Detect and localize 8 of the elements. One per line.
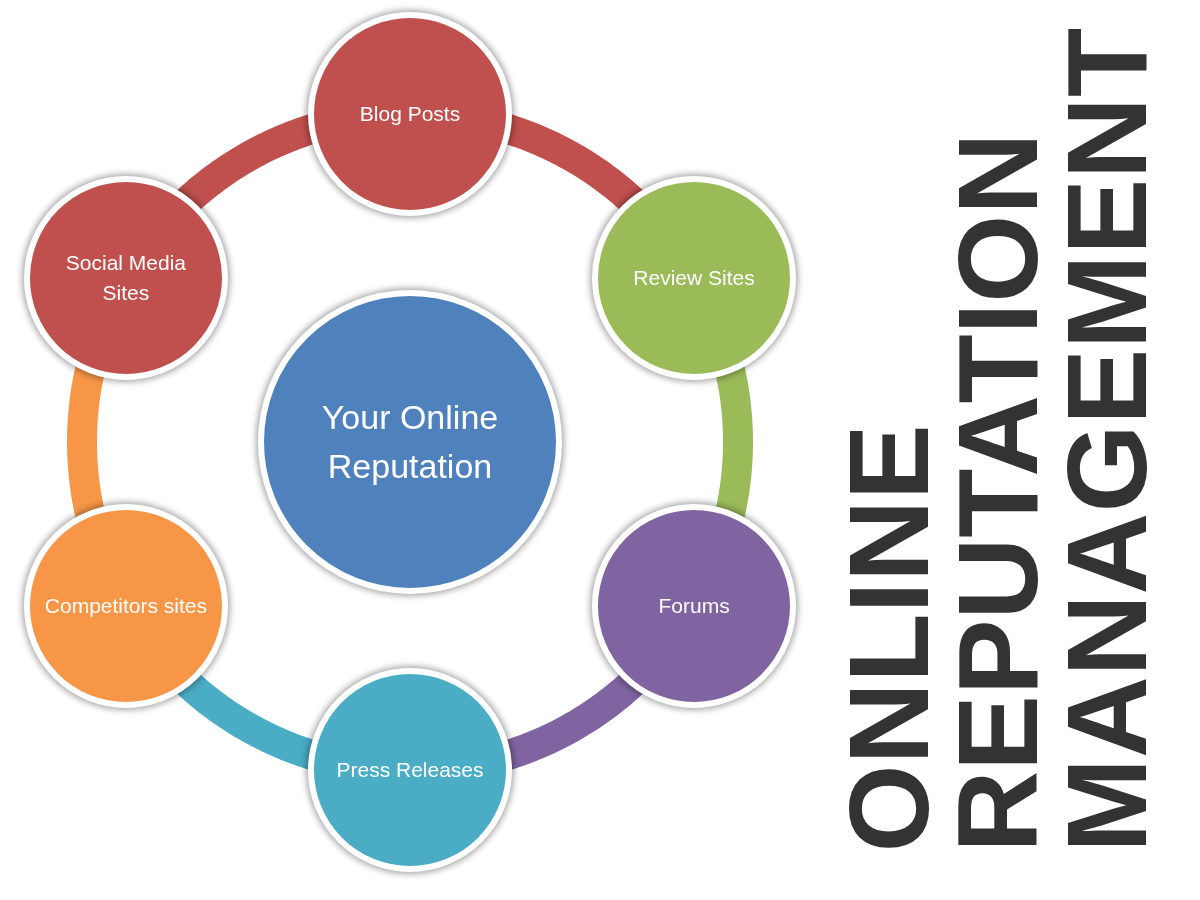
node-label: Forums <box>657 592 731 619</box>
node-label: Competitors sites <box>43 592 209 619</box>
node-label: Press Releases <box>335 756 485 783</box>
node-label: Blog Posts <box>358 100 462 127</box>
title: ONLINE REPUTATION MANAGEMENT <box>834 27 1161 853</box>
node-label: Your Online Reputation <box>320 396 500 487</box>
node-label: Social Media Sites <box>64 249 188 306</box>
node-label: Review Sites <box>632 264 756 291</box>
